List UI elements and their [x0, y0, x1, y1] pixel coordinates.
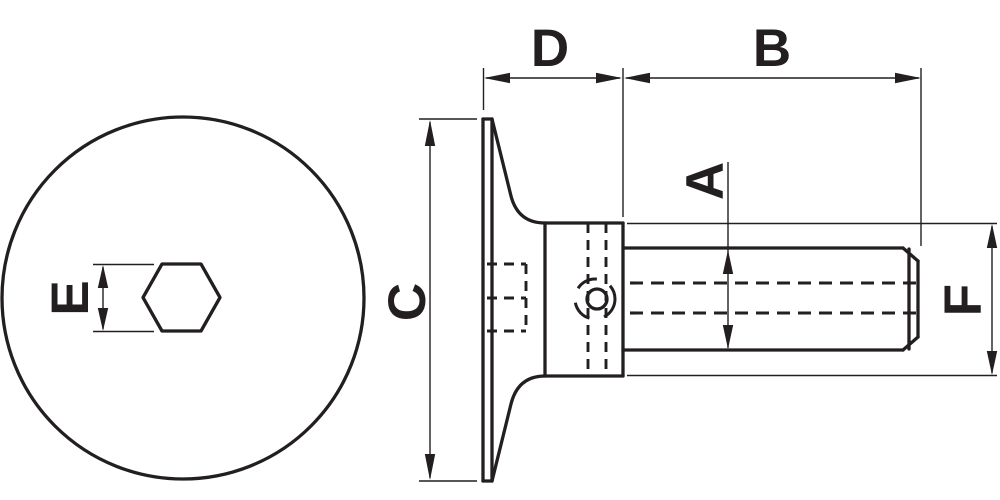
b-arrow-left-icon — [624, 72, 650, 84]
dimension-d: D — [482, 19, 624, 217]
c-arrow-down-icon — [424, 454, 436, 480]
dim-label-a: A — [676, 162, 735, 200]
a-arrow-up-icon — [722, 250, 734, 274]
d-arrow-right-icon — [596, 72, 622, 84]
dim-label-f: F — [934, 284, 993, 316]
side-view — [481, 117, 920, 483]
c-arrow-up-icon — [424, 120, 436, 146]
d-arrow-left-icon — [484, 72, 510, 84]
head-cone-bottom — [490, 374, 547, 483]
dimension-a: A — [676, 162, 735, 349]
dimension-c: C — [378, 118, 477, 482]
head-cone-top — [490, 117, 547, 225]
dimension-e: E — [41, 263, 154, 333]
cross-hole-thread-circle — [573, 277, 617, 321]
f-arrow-up-icon — [986, 224, 998, 248]
e-arrow-up-icon — [97, 265, 109, 288]
cross-hole-circle — [585, 287, 609, 311]
head-outline-circle — [0, 115, 366, 481]
dim-label-d: D — [531, 19, 569, 78]
front-view: E — [0, 115, 366, 481]
b-arrow-right-icon — [895, 72, 921, 84]
e-arrow-down-icon — [97, 308, 109, 331]
hex-socket — [141, 262, 222, 333]
dimension-f: F — [627, 222, 998, 377]
dim-label-b: B — [753, 19, 791, 78]
dim-label-c: C — [378, 283, 437, 321]
dim-label-e: E — [41, 280, 100, 315]
a-arrow-down-icon — [722, 325, 734, 349]
f-arrow-down-icon — [986, 351, 998, 375]
dimension-b: B — [624, 19, 922, 246]
